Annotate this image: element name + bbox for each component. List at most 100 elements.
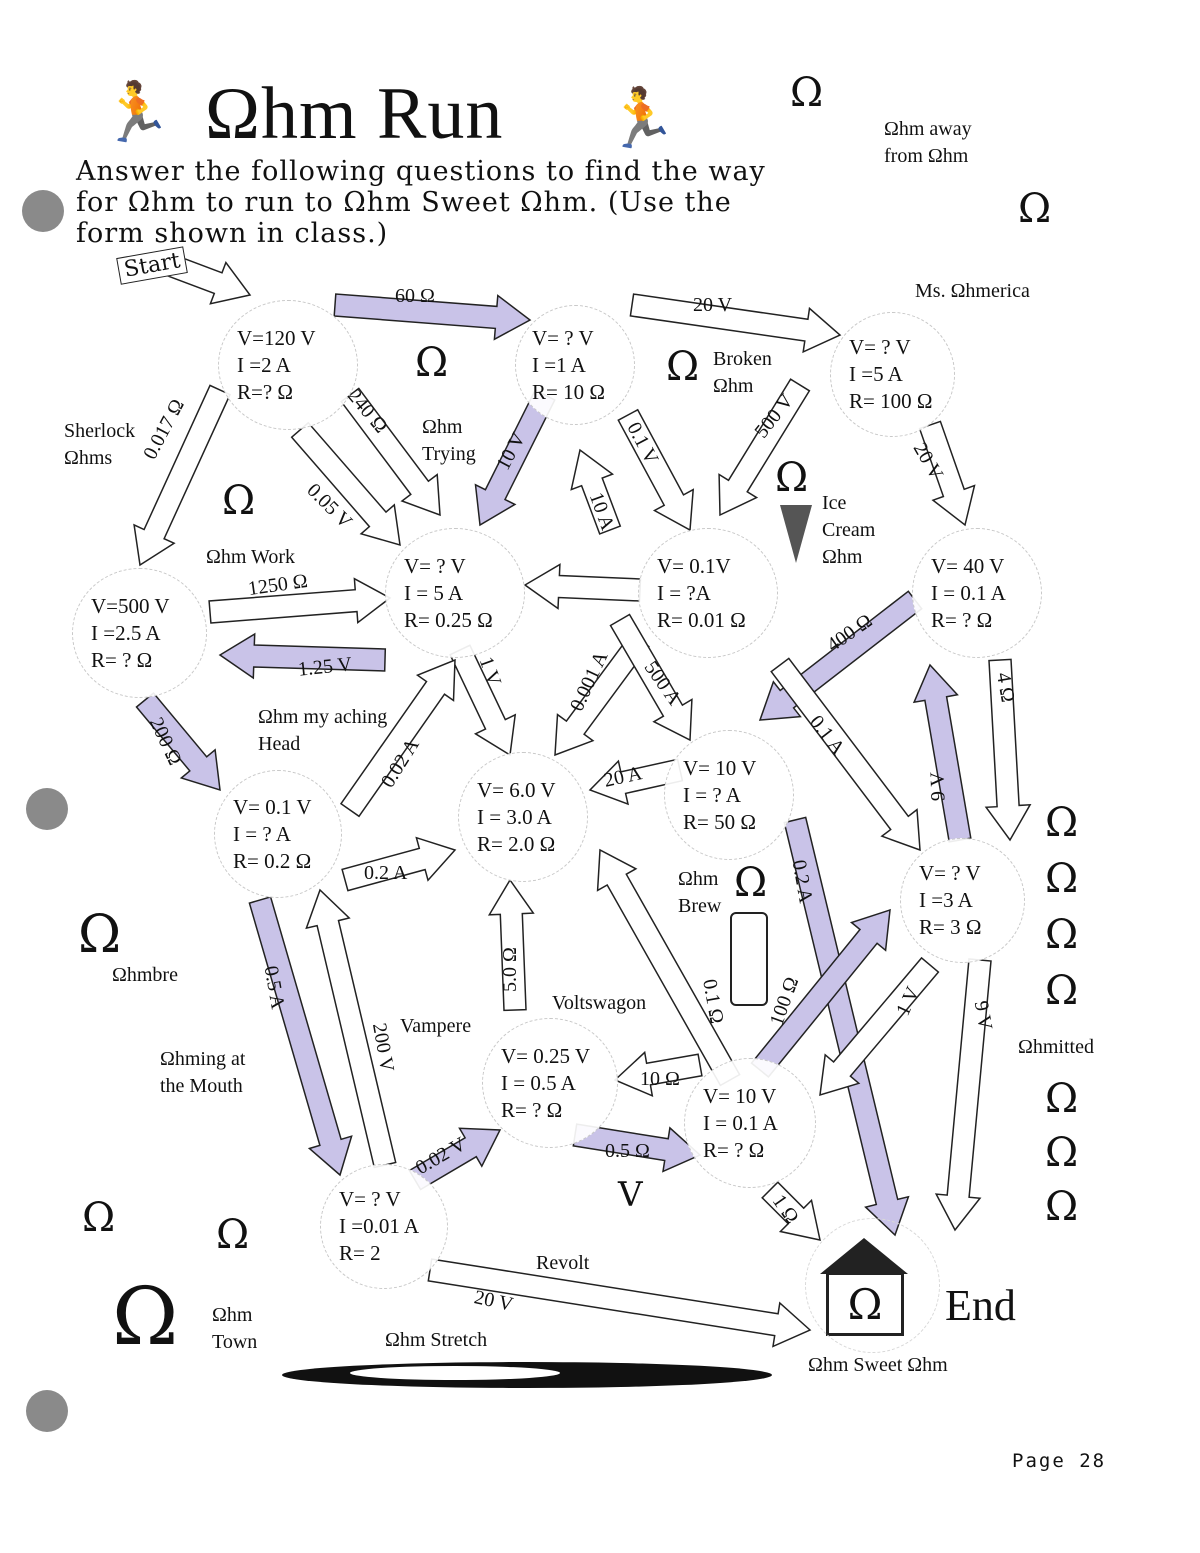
path-arrow (341, 836, 457, 892)
path-arrow (218, 632, 387, 680)
node-voltage: V= ? V (919, 861, 981, 885)
path-arrow (408, 1127, 502, 1191)
caption-ohm-town: Ωhm Town (212, 1304, 258, 1353)
node-current: I = 3.0 A (477, 804, 552, 829)
omega-icon: Ω (1045, 968, 1079, 1014)
caption-ohm-work: Ωhm Work (206, 546, 295, 568)
omega-icon: Ω (666, 344, 700, 390)
omega-icon: V (618, 1175, 643, 1215)
omega-icon: Ω (222, 478, 256, 524)
caption-broken: Broken Ωhm (713, 348, 772, 397)
path-arrow (596, 848, 741, 1087)
omega-icon: Ω (734, 860, 768, 906)
omega-icon: Ω (1018, 186, 1052, 232)
path-arrow (609, 613, 693, 742)
edge-label: 20 V (693, 294, 733, 316)
node-resistance: R=? Ω (237, 379, 294, 404)
node-current: I =5 A (849, 362, 903, 386)
caption-ohmitted: Ωhmitted (1018, 1036, 1094, 1058)
node-resistance: R= 2 (339, 1241, 381, 1265)
caption-sweet-ohm: Ωhm Sweet Ωhm (808, 1354, 948, 1376)
path-arrow (629, 293, 842, 354)
caption-voltswagon: Voltswagon (552, 992, 647, 1014)
node-resistance: R= 0.01 Ω (657, 607, 746, 632)
page-number: Page 28 (1012, 1450, 1107, 1472)
omega-icon: Ω (1045, 1076, 1079, 1122)
edge-label: 10 Ω (640, 1068, 680, 1090)
caption-ice-cream: Ice Cream Ωhm (822, 492, 876, 568)
caption-revolt: Revolt (536, 1252, 590, 1274)
end-label: End (945, 1281, 1016, 1330)
path-arrow (340, 387, 441, 517)
node-resistance: R= 0.2 Ω (233, 848, 312, 873)
node-voltage: V=500 V (91, 593, 170, 618)
caption-ohm-stretch: Ωhm Stretch (385, 1329, 488, 1351)
omega-icon: Ω (1045, 1130, 1079, 1176)
ice-cream-cone-icon (780, 505, 812, 563)
instructions: Answer the following questions to find t… (76, 156, 766, 249)
running-figure-right-icon: 🏃 (605, 84, 678, 152)
path-arrow (290, 421, 401, 547)
node-voltage: V= 10 V (683, 755, 757, 780)
node-voltage: V= 6.0 V (477, 777, 556, 802)
path-arrow (984, 658, 1032, 842)
node-current: I = 5 A (404, 580, 464, 605)
omega-icon: Ω (78, 905, 122, 965)
caption-ohm-trying: Ωhm Trying (422, 416, 476, 465)
node-voltage: V= ? V (404, 553, 466, 578)
path-arrow (918, 420, 976, 527)
node-resistance: R= 2.0 Ω (477, 831, 556, 856)
node-voltage: V=120 V (237, 325, 316, 350)
edge-label: 0.5 Ω (605, 1140, 650, 1162)
path-arrow (770, 657, 921, 852)
node-current: I = 0.5 A (501, 1070, 576, 1095)
node-current: I =3 A (919, 888, 973, 912)
omega-icon: Ω (112, 1270, 179, 1363)
node-current: I = 0.1 A (931, 580, 1006, 605)
node-resistance: R= ? Ω (703, 1137, 765, 1162)
omega-icon: Ω (415, 340, 449, 386)
caption-sherlock: Sherlock Ωhms (64, 420, 136, 469)
caption-vampere: Vampere (400, 1015, 472, 1037)
path-arrow (208, 577, 392, 625)
caption-ms-ohmerica: Ms. Ωhmerica (915, 280, 1030, 302)
node-voltage: V= 0.1V (657, 553, 731, 578)
node-current: I = ?A (657, 580, 711, 605)
omega-icon: Ω (216, 1212, 250, 1258)
path-arrow (333, 293, 532, 341)
path-arrow (819, 956, 940, 1097)
omega-icon: Ω (1045, 1184, 1079, 1230)
node-voltage: V= ? V (849, 335, 911, 359)
node-voltage: V= ? V (339, 1187, 401, 1211)
edge-label: 9 V (969, 999, 997, 1032)
edge-label: 4 Ω (992, 670, 1019, 705)
path-arrow (613, 1050, 703, 1098)
path-arrow (570, 448, 622, 535)
binder-hole-top (22, 190, 64, 232)
omega-icon: Ω (1045, 800, 1079, 846)
caption-aching-head: Ωhm my aching Head (258, 706, 388, 755)
node-voltage: V= 0.1 V (233, 794, 312, 819)
path-arrow (449, 644, 517, 757)
node-resistance: R= 50 Ω (683, 809, 756, 834)
caption-away: Ωhm away from Ωhm (884, 118, 972, 167)
path-arrow (135, 691, 221, 792)
node-voltage: V= ? V (532, 325, 594, 350)
bottle-icon (730, 912, 768, 1006)
node-end (805, 1218, 940, 1353)
path-arrow (761, 1181, 821, 1241)
caption-ohmbre: Ωhmbre (112, 964, 178, 986)
edge-label: 60 Ω (395, 285, 435, 307)
